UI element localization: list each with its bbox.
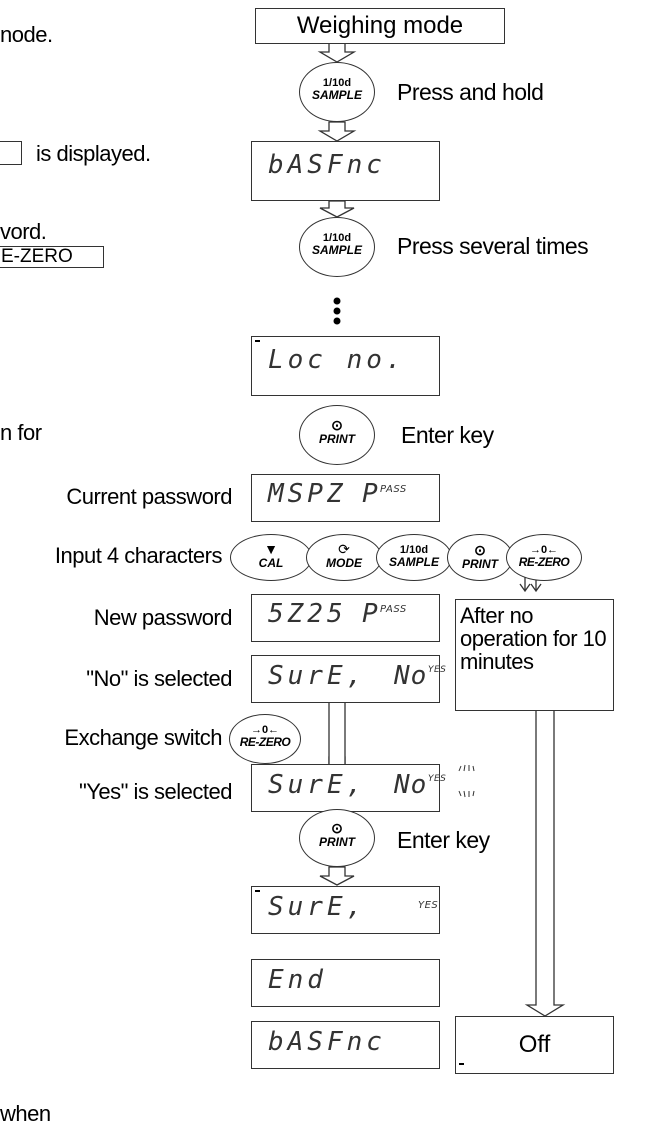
left-text-6: when — [0, 1101, 51, 1126]
sample-key[interactable]: 1/10d SAMPLE — [376, 534, 452, 581]
mode-key[interactable]: ⟳ MODE — [306, 534, 382, 581]
display-p: P — [362, 479, 378, 509]
left-text-5: n for — [0, 420, 42, 445]
display-text: bASFnc — [268, 1027, 386, 1057]
display-text: SurE, — [268, 892, 367, 922]
press-several-label: Press several times — [397, 233, 589, 259]
no-selected-label: "No" is selected — [86, 666, 232, 691]
left-rezero-box: E-ZERO — [0, 246, 104, 268]
mode-key-symbol: ⟳ — [338, 541, 350, 557]
sample-key-top: 1/10d — [322, 77, 352, 89]
display-text: SurE, — [268, 661, 367, 691]
display-text: MSPZ — [268, 479, 347, 509]
exchange-switch-label: Exchange switch — [64, 725, 222, 750]
stable-mark — [255, 890, 260, 892]
sample-key-label: SAMPLE — [311, 88, 362, 102]
rezero-key-label: RE-ZERO — [518, 555, 570, 569]
press-hold-label: Press and hold — [397, 79, 544, 105]
display-text: Loc no. — [268, 345, 406, 375]
stable-mark — [255, 340, 260, 342]
cal-key[interactable]: ▼ CAL — [230, 534, 312, 581]
left-display-frame — [0, 141, 22, 165]
sample-key-top: 1/10d — [399, 544, 429, 556]
display-end: End — [251, 959, 440, 1007]
display-p: P — [362, 599, 378, 629]
enter-key-label-2: Enter key — [397, 827, 490, 853]
yes-selected-label: "Yes" is selected — [78, 779, 233, 804]
print-key-symbol: ⊙ — [474, 542, 486, 558]
left-text-1: node. — [0, 22, 53, 47]
enter-key-label-1: Enter key — [401, 422, 494, 448]
display-no: No — [394, 661, 428, 691]
display-text: End — [268, 965, 327, 995]
display-pass: PASS — [380, 604, 407, 615]
display-text: SurE, — [268, 770, 367, 800]
display-sure-no: SurE, No YES — [251, 655, 446, 703]
display-text: 5Z25 — [268, 599, 347, 629]
print-key-label: PRINT — [462, 557, 498, 571]
display-new-password: 5Z25 P PASS — [251, 594, 440, 642]
new-password-label: New password — [93, 605, 233, 630]
sample-key-label: SAMPLE — [311, 243, 362, 257]
display-basfnc-2: bASFnc — [251, 1021, 440, 1069]
display-sure-yes-final: SurE, YES — [251, 886, 440, 934]
rezero-key-label: RE-ZERO — [239, 735, 291, 749]
input-chars-label: Input 4 characters — [54, 543, 223, 568]
stable-mark — [459, 1063, 464, 1065]
current-password-label: Current password — [66, 484, 232, 509]
print-key-label: PRINT — [319, 432, 355, 446]
rezero-key[interactable]: →0← RE-ZERO — [506, 534, 582, 581]
display-current-password: MSPZ P PASS — [251, 474, 440, 522]
rezero-key-symbol: →0← — [250, 724, 280, 736]
after-no-operation-box: After no operation for 10 minutes — [455, 599, 614, 711]
cal-key-label: CAL — [258, 556, 284, 570]
display-no: No — [394, 770, 428, 800]
off-box: Off — [455, 1016, 614, 1074]
rezero-key-symbol: →0← — [529, 544, 559, 556]
display-pass: PASS — [380, 484, 407, 495]
display-basfnc-1: bASFnc — [251, 141, 440, 201]
cal-key-symbol: ▼ — [264, 541, 278, 557]
display-sure-yes: SurE, No YES — [251, 764, 446, 812]
print-key-label: PRINT — [319, 835, 355, 849]
sample-key[interactable]: 1/10d SAMPLE — [299, 217, 375, 277]
mode-key-label: MODE — [326, 556, 362, 570]
print-key[interactable]: ⊙ PRINT — [299, 405, 375, 465]
weighing-mode-box: Weighing mode — [255, 8, 505, 44]
rezero-key[interactable]: →0← RE-ZERO — [229, 714, 301, 764]
sample-key-top: 1/10d — [322, 232, 352, 244]
display-yes: YES — [418, 900, 439, 911]
sample-key[interactable]: 1/10d SAMPLE — [299, 62, 375, 122]
display-yes: YES — [428, 665, 447, 675]
display-text: bASFnc — [268, 150, 386, 180]
print-key-symbol: ⊙ — [331, 820, 343, 836]
sample-key-label: SAMPLE — [388, 555, 439, 569]
print-key[interactable]: ⊙ PRINT — [299, 809, 375, 867]
print-key[interactable]: ⊙ PRINT — [447, 534, 513, 581]
off-label: Off — [518, 1031, 551, 1058]
display-yes: YES — [428, 774, 447, 784]
print-key-symbol: ⊙ — [331, 417, 343, 433]
display-loc-no: Loc no. — [251, 336, 440, 396]
left-text-3: vord. — [0, 219, 47, 244]
left-text-2: is displayed. — [36, 141, 151, 166]
